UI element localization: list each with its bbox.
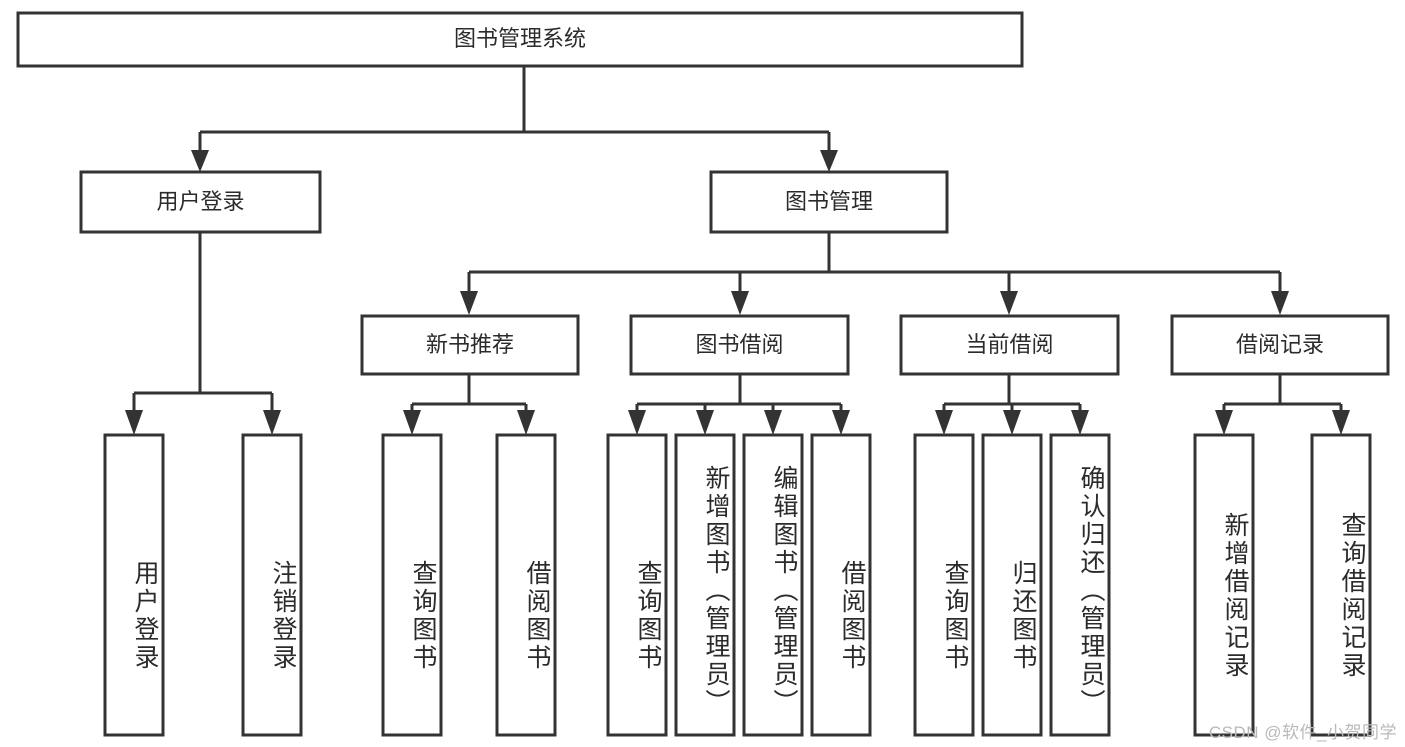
arrowhead-book-mgmt bbox=[820, 150, 838, 172]
arrowhead-book-borrow bbox=[731, 291, 749, 315]
arrowhead-leaf-query-book-3 bbox=[935, 410, 953, 435]
arrowhead-leaf-confirm-return bbox=[1071, 410, 1089, 435]
arrowhead-new-book-rec bbox=[460, 291, 478, 315]
node-box-leaf-logout[interactable] bbox=[241, 433, 303, 737]
node-box-book-borrow[interactable] bbox=[629, 314, 850, 376]
node-box-new-book-rec[interactable] bbox=[360, 314, 580, 376]
arrowhead-leaf-edit-book bbox=[764, 410, 782, 435]
node-box-leaf-add-record[interactable] bbox=[1193, 433, 1255, 737]
node-box-current-borrow[interactable] bbox=[899, 314, 1120, 376]
node-box-leaf-borrow-book-2[interactable] bbox=[810, 433, 872, 737]
node-box-leaf-query-book-1[interactable] bbox=[381, 433, 443, 737]
arrowhead-leaf-borrow-book-2 bbox=[832, 410, 850, 435]
arrowhead-leaf-add-book bbox=[696, 410, 714, 435]
node-box-book-mgmt[interactable] bbox=[709, 170, 949, 234]
node-box-leaf-user-login[interactable] bbox=[103, 433, 165, 737]
csdn-watermark: CSDN @软件_小贺同学 bbox=[1208, 723, 1397, 742]
node-box-layer bbox=[16, 11, 1390, 737]
arrowhead-leaf-logout bbox=[263, 410, 281, 435]
node-box-leaf-return-book[interactable] bbox=[981, 433, 1043, 737]
node-box-leaf-query-book-2[interactable] bbox=[606, 433, 668, 737]
arrowhead-current-borrow bbox=[1000, 291, 1018, 315]
arrowhead-borrow-record bbox=[1271, 291, 1289, 315]
arrowhead-leaf-query-record bbox=[1332, 410, 1350, 435]
node-box-user-login[interactable] bbox=[79, 170, 322, 234]
node-box-leaf-add-book[interactable] bbox=[674, 433, 736, 737]
arrowhead-leaf-return-book bbox=[1003, 410, 1021, 435]
arrowhead-leaf-query-book-1 bbox=[403, 410, 421, 435]
node-box-leaf-borrow-book-1[interactable] bbox=[495, 433, 557, 737]
arrowhead-leaf-user-login bbox=[125, 410, 143, 435]
node-box-leaf-confirm-return[interactable] bbox=[1049, 433, 1111, 737]
node-box-borrow-record[interactable] bbox=[1170, 314, 1390, 376]
arrowhead-leaf-query-book-2 bbox=[628, 410, 646, 435]
arrowhead-leaf-borrow-book-1 bbox=[517, 410, 535, 435]
node-box-leaf-query-book-3[interactable] bbox=[913, 433, 975, 737]
node-box-root[interactable] bbox=[16, 11, 1024, 68]
arrowhead-user-login bbox=[191, 150, 209, 172]
arrowhead-leaf-add-record bbox=[1215, 410, 1233, 435]
connector-layer bbox=[125, 66, 1350, 435]
node-box-leaf-query-record[interactable] bbox=[1310, 433, 1372, 737]
node-box-leaf-edit-book[interactable] bbox=[742, 433, 804, 737]
